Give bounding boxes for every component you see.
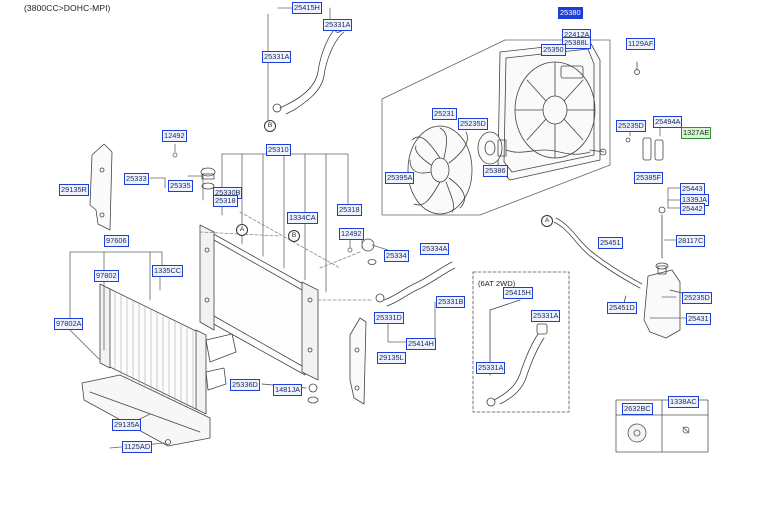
- part-label-25235D-top[interactable]: 25235D: [458, 118, 488, 130]
- fan-blade: [407, 125, 473, 215]
- bracket-29135R: [89, 143, 113, 231]
- part-label-25335[interactable]: 25335: [168, 180, 193, 192]
- part-label-25318-b[interactable]: 25318: [337, 204, 362, 216]
- part-label-25395A[interactable]: 25395A: [385, 172, 415, 184]
- fan-clips: [625, 61, 664, 161]
- ref-marker-a-radiator: A: [236, 224, 248, 236]
- part-label-25331B[interactable]: 25331B: [436, 296, 466, 308]
- part-label-25318-a[interactable]: 25318: [213, 195, 238, 207]
- coolant-reservoir: [643, 206, 683, 339]
- part-label-25386[interactable]: 25386: [483, 165, 508, 177]
- part-label-12492-a[interactable]: 12492: [162, 130, 187, 142]
- part-label-25414H[interactable]: 25414H: [406, 338, 436, 350]
- condenser-fins: [114, 291, 194, 410]
- ref-marker-b-top: B: [264, 120, 276, 132]
- fan-motor: [477, 131, 591, 165]
- part-label-25415H-6at[interactable]: 25415H: [503, 287, 533, 299]
- part-label-25415H[interactable]: 25415H: [292, 2, 322, 14]
- part-label-25235D-low[interactable]: 25235D: [682, 292, 712, 304]
- reservoir-leaders: [649, 187, 687, 319]
- part-label-1327AE[interactable]: 1327AE: [681, 127, 712, 139]
- part-label-25331A-left[interactable]: 25331A: [262, 51, 292, 63]
- part-label-25331A-6at-1[interactable]: 25331A: [531, 310, 561, 322]
- part-label-25235D-mid[interactable]: 25235D: [616, 120, 646, 132]
- part-label-25334[interactable]: 25334: [384, 250, 409, 262]
- detail-box-6at: [472, 271, 570, 413]
- part-label-25350[interactable]: 25350: [541, 44, 566, 56]
- part-label-25334A[interactable]: 25334A: [420, 243, 450, 255]
- part-label-25451D[interactable]: 25451D: [607, 302, 637, 314]
- radiator-cap: [200, 167, 216, 190]
- fan-shroud: [497, 41, 607, 181]
- part-label-25231[interactable]: 25231: [432, 108, 457, 120]
- part-label-25380[interactable]: 25380: [558, 7, 583, 19]
- part-label-1338AC[interactable]: 1338AC: [668, 396, 699, 408]
- part-label-25333[interactable]: 25333: [124, 173, 149, 185]
- overflow-hose: [553, 217, 643, 315]
- radiator: [199, 224, 319, 381]
- ref-marker-a-hose: A: [541, 215, 553, 227]
- part-label-28117C[interactable]: 28117C: [676, 235, 706, 247]
- condenser-brackets: [205, 333, 237, 391]
- part-label-29135R[interactable]: 29135R: [59, 184, 89, 196]
- part-label-25310[interactable]: 25310: [266, 144, 291, 156]
- part-label-1335CC[interactable]: 1335CC: [152, 265, 184, 277]
- fan-assembly-box: [381, 39, 611, 216]
- part-label-29135A[interactable]: 29135A: [112, 419, 142, 431]
- fastener-table: [615, 399, 709, 453]
- upper-hose: [272, 20, 348, 115]
- engine-spec-header: (3800CC>DOHC-MPI): [24, 3, 111, 13]
- part-label-1334CA[interactable]: 1334CA: [287, 212, 318, 224]
- part-label-25442[interactable]: 25442: [680, 203, 705, 215]
- condenser-leaders: [69, 251, 163, 361]
- part-label-97802A[interactable]: 97802A: [54, 318, 84, 330]
- ref-marker-b-radiator: B: [288, 230, 300, 242]
- part-label-25431[interactable]: 25431: [686, 313, 711, 325]
- part-label-25331A-6at-2[interactable]: 25331A: [476, 362, 506, 374]
- part-label-97802[interactable]: 97802: [94, 270, 119, 282]
- part-label-1481JA[interactable]: 1481JA: [273, 384, 303, 396]
- part-label-25331A-top[interactable]: 25331A: [323, 19, 353, 31]
- part-label-29135L[interactable]: 29135L: [377, 352, 406, 364]
- part-label-1125AD[interactable]: 1125AD: [122, 441, 153, 453]
- part-label-25336D[interactable]: 25336D: [230, 379, 260, 391]
- part-label-25331D[interactable]: 25331D: [374, 312, 404, 324]
- part-label-25494A[interactable]: 25494A: [653, 116, 683, 128]
- bracket-29135L: [349, 317, 367, 405]
- detail-box-title: (6AT 2WD): [478, 279, 516, 288]
- part-label-25388L[interactable]: 25388L: [562, 37, 591, 49]
- part-label-12492-b[interactable]: 12492: [339, 228, 364, 240]
- part-label-1129AF[interactable]: 1129AF: [626, 38, 656, 50]
- air-guard-29135A: [81, 374, 211, 447]
- part-label-25385F[interactable]: 25385F: [634, 172, 664, 184]
- part-label-25451[interactable]: 25451: [598, 237, 623, 249]
- part-label-97606[interactable]: 97606: [104, 235, 129, 247]
- part-label-2632BC[interactable]: 2632BC: [622, 403, 653, 415]
